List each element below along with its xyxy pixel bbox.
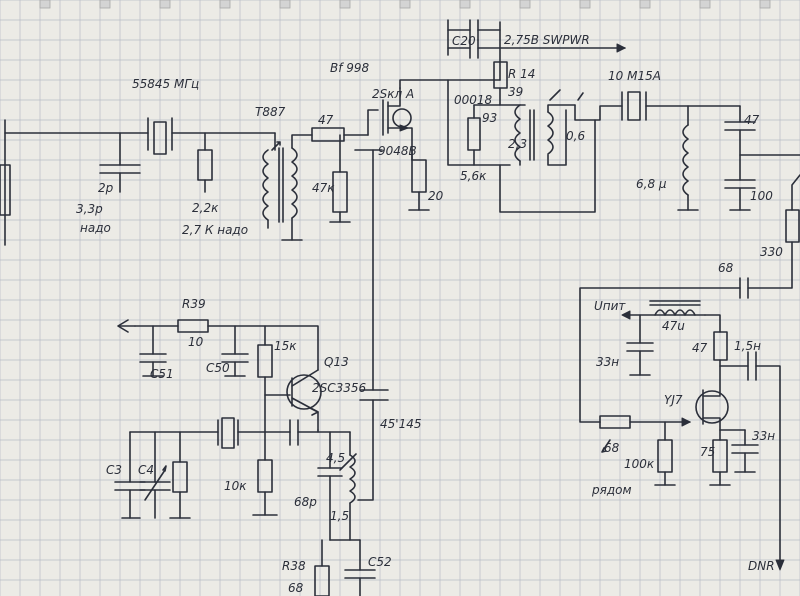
label-c-33nb: 33н: [752, 429, 775, 443]
label-c-33n: 33н: [596, 355, 619, 369]
label-q13: Q13: [324, 355, 349, 369]
label-r-75: 75: [700, 445, 715, 459]
label-c-68: 68: [718, 261, 734, 275]
notebook-spiral: [39, 0, 771, 9]
label-c-00018: 00018: [454, 93, 493, 107]
label-r-56k: 5,6к: [460, 169, 487, 183]
label-q-2sk: 2Sкл А: [372, 87, 414, 101]
label-c-47: 47: [744, 113, 760, 127]
label-bf998: Bf 998: [330, 61, 370, 75]
label-q-9048: 9048В: [378, 144, 417, 158]
label-c20: С20: [452, 34, 476, 48]
label-c-15n: 1,5н: [734, 339, 761, 353]
label-c52: С52: [368, 555, 392, 569]
label-r38-val: 68: [288, 581, 304, 595]
label-c3: С3: [106, 463, 122, 477]
label-r39: R39: [182, 297, 206, 311]
label-r-47b: 47: [692, 341, 708, 355]
label-c-93: 93: [482, 111, 497, 125]
label-r-15k: 15к: [274, 339, 297, 353]
label-l-47u: 47u: [662, 319, 685, 333]
label-r39-val: 10: [188, 335, 204, 349]
label-nado: надо: [80, 221, 111, 235]
label-r-20: 20: [428, 189, 444, 203]
label-r-22k: 2,2к: [192, 201, 219, 215]
label-r-10k: 10к: [224, 479, 247, 493]
label-yj7: YJ7: [664, 393, 683, 407]
label-t887: Т887: [255, 105, 286, 119]
label-pwr: 2,75В SWPWR: [504, 33, 590, 47]
label-c-68p: 68р: [294, 495, 317, 509]
label-vpit: Uпит: [594, 299, 626, 313]
label-l-23: 2,3: [508, 137, 527, 151]
label-r-47k: 47к: [312, 181, 335, 195]
label-c-100: 100: [750, 189, 773, 203]
label-xtal-10m: 10 М15А: [608, 69, 661, 83]
label-l-15: 1,5: [330, 509, 349, 523]
label-c-33p: 3,3р: [76, 202, 103, 216]
label-c-2p: 2р: [98, 181, 114, 195]
label-dnr: DNR: [748, 559, 775, 573]
label-c50: С50: [206, 361, 230, 375]
label-c-45: 45'145: [380, 417, 421, 431]
label-r38: R38: [282, 559, 306, 573]
label-crystal-freq: 55845 МГц: [132, 77, 199, 91]
label-c4: С4: [138, 463, 154, 477]
label-ryadom: рядом: [591, 483, 632, 497]
component-labels: 55845 МГц 2р 3,3р надо 2,2к 2,7 К надо Т…: [76, 33, 783, 595]
label-r-330: 330: [760, 245, 783, 259]
label-r14: R 14: [508, 67, 535, 81]
circuit-drawing: [0, 19, 800, 596]
label-r-27k: 2,7 К надо: [182, 223, 248, 237]
label-r-100k: 100к: [624, 457, 655, 471]
label-q13-type: 2SC3356: [312, 381, 367, 395]
label-r14-val: 39: [508, 85, 523, 99]
label-c51: С51: [150, 367, 174, 381]
label-r-68b: 68: [604, 441, 620, 455]
label-r-47: 47: [318, 113, 334, 127]
label-l-45: 4,5: [326, 451, 345, 465]
label-l-06: 0,6: [566, 129, 585, 143]
label-l-68: 6,8 µ: [636, 177, 667, 191]
